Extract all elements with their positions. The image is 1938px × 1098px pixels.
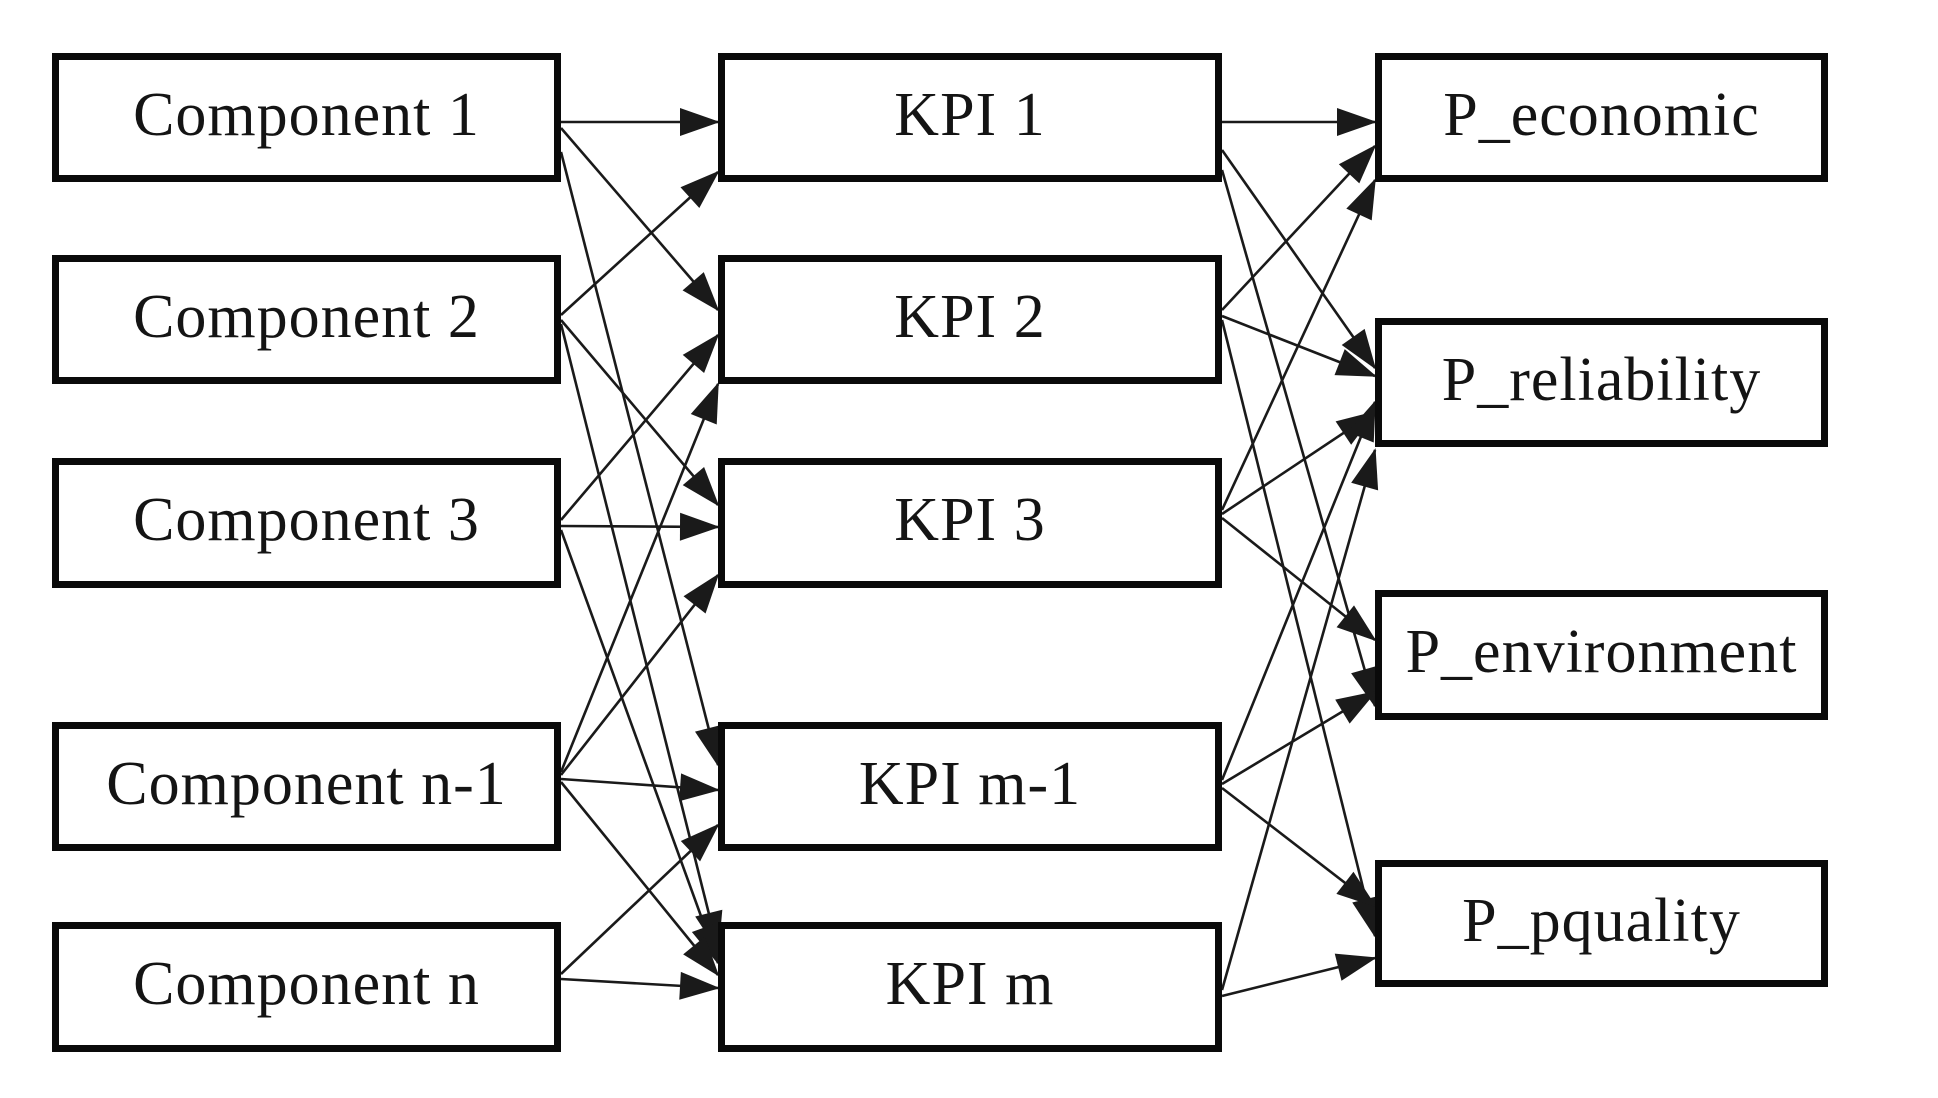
p-economic-box: P_economic (1375, 53, 1828, 182)
edge-c3-k5 (559, 529, 720, 965)
edge-k4-p2 (1220, 400, 1377, 781)
edge-k3-p1 (1220, 178, 1377, 511)
edge-c4-k2 (559, 382, 720, 773)
kpi-1-label: KPI 1 (894, 80, 1046, 149)
p-environment-label: P_environment (1405, 618, 1798, 686)
p-reliability-label: P_reliability (1441, 345, 1762, 414)
edge-c2-k5 (559, 323, 723, 952)
kpi-m-box: KPI m (718, 922, 1222, 1052)
component-1-box: Component 1 (52, 53, 561, 182)
p-pquality-label: P_pquality (1462, 886, 1741, 955)
edge-k2-p1 (1221, 144, 1377, 311)
component-n1-label: Component n-1 (106, 749, 507, 818)
kpi-1-box: KPI 1 (718, 53, 1222, 182)
kpi-3-box: KPI 3 (718, 458, 1222, 588)
edge-c2-k1 (560, 170, 720, 316)
component-n-box: Component n (52, 922, 561, 1052)
component-2-label: Component 2 (133, 282, 480, 351)
kpi-2-label: KPI 2 (894, 282, 1046, 351)
edge-c4-k4 (560, 773, 720, 802)
p-reliability-box: P_reliability (1375, 318, 1828, 447)
component-n-label: Component n (133, 950, 480, 1018)
p-environment-box: P_environment (1375, 590, 1828, 720)
edge-c4-k3 (559, 573, 720, 776)
kpi-m1-label: KPI m-1 (858, 749, 1082, 818)
p-pquality-box: P_pquality (1375, 860, 1828, 987)
edge-k3-p3 (1221, 516, 1377, 642)
edge-k4-p4 (1221, 786, 1377, 908)
kpi-3-label: KPI 3 (894, 486, 1046, 554)
edge-k1-p2 (1220, 149, 1377, 370)
kpi-m1-box: KPI m-1 (718, 722, 1222, 851)
edge-c4-k5 (559, 781, 720, 977)
edge-k2-p4 (1220, 319, 1380, 938)
edge-c1-k4 (559, 151, 723, 767)
edge-k5-p2 (1220, 448, 1379, 991)
edge-c3-k3 (560, 512, 720, 541)
edge-c2-k3 (560, 319, 720, 507)
component-3-box: Component 3 (52, 458, 561, 588)
p-economic-label: P_economic (1443, 80, 1760, 149)
component-n1-box: Component n-1 (52, 722, 561, 851)
edge-c1-k2 (560, 127, 720, 312)
kpi-m-label: KPI m (885, 950, 1055, 1018)
edge-k4-p3 (1221, 690, 1377, 786)
edge-c5-k4 (560, 823, 720, 975)
component-2-box: Component 2 (52, 255, 561, 384)
component-3-label: Component 3 (133, 486, 480, 554)
component-1-label: Component 1 (133, 80, 480, 149)
edge-c3-k2 (560, 333, 720, 521)
edge-k5-p4 (1221, 953, 1377, 998)
edge-c5-k5 (560, 971, 720, 1000)
kpi-2-box: KPI 2 (718, 255, 1222, 384)
